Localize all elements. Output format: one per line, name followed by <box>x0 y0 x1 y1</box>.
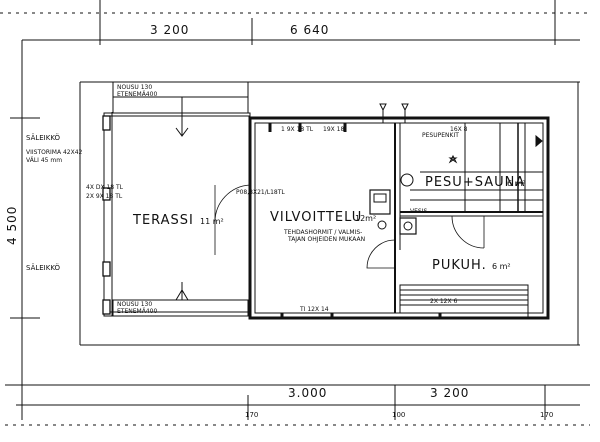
stove-note: TEHDASHORMIT / VALMIS- <box>283 229 362 236</box>
dim-tick-label: 100 <box>392 411 405 419</box>
dressing-bench <box>399 284 529 314</box>
door-swing <box>214 184 251 223</box>
water-label: VESIS. <box>410 208 429 215</box>
beam-spec: 4X DX 18 TL <box>86 184 124 191</box>
steps-bottom <box>112 299 249 317</box>
room-name-dressing: PUKUH. <box>432 258 487 273</box>
stove-note: TAJAN OHJEIDEN MUKAAN <box>287 236 365 243</box>
star-icon <box>448 154 458 164</box>
heater <box>400 173 414 187</box>
vent-icon <box>401 103 409 112</box>
room-name-terrace: TERASSI <box>132 213 194 228</box>
dim-bottom-mid: 3.000 <box>288 386 327 400</box>
building-walls <box>248 103 550 320</box>
room-area-dressing: 6 m² <box>492 262 511 271</box>
room-area-sauna: 6 m² <box>507 179 526 188</box>
window-spec: 1 9X 18 TL <box>281 126 314 133</box>
step-label-rise: NOUSU 130 <box>117 84 152 91</box>
dim-top-left: 3 200 <box>150 23 189 37</box>
bench-spec: PESUPENKIT <box>422 132 459 139</box>
room-area-terrace: 11 m² <box>200 217 224 226</box>
slatted-label: SÄLEIKKÖ <box>26 133 61 142</box>
door-swing <box>451 215 485 249</box>
step-label-run: ETENEMÄ400 <box>117 308 157 315</box>
door-swing <box>366 239 396 269</box>
beam-spec: 2X 9X 18 TL <box>86 193 123 200</box>
slat-spec: VÄLI 45 mm <box>26 157 62 164</box>
bench-dim: 2X 12X 6 <box>430 298 457 305</box>
room-name-sauna: PESU+SAUNA <box>425 175 525 190</box>
slatted-label: SÄLEIKKÖ <box>26 263 61 272</box>
dim-bottom-right: 3 200 <box>430 386 469 400</box>
chimney <box>399 217 417 235</box>
dim-left: 4 500 <box>5 206 19 245</box>
slat-spec: VIISTORIMA 42X42 <box>26 149 83 156</box>
vent-icon <box>379 103 387 112</box>
window-spec: TI 12X 14 <box>299 306 329 313</box>
step-label-rise: NOUSU 130 <box>117 301 152 308</box>
window-spec: 19X 18 <box>323 126 344 133</box>
dim-tick-label: 170 <box>245 411 258 419</box>
room-area-conditioning: 12m² <box>355 214 376 223</box>
room-name-conditioning: VILVOITTELU <box>270 210 362 225</box>
terrace-structure <box>102 81 251 317</box>
arrow-icon <box>535 134 543 148</box>
stove <box>369 189 391 215</box>
dim-tick-label: 170 <box>540 411 553 419</box>
step-label-run: ETENEMÄ400 <box>117 91 157 98</box>
dim-top-right: 6 640 <box>290 23 329 37</box>
bench-spec: 16X 8 <box>450 126 468 133</box>
door-spec: P08,8X21/L18TL <box>236 189 285 196</box>
